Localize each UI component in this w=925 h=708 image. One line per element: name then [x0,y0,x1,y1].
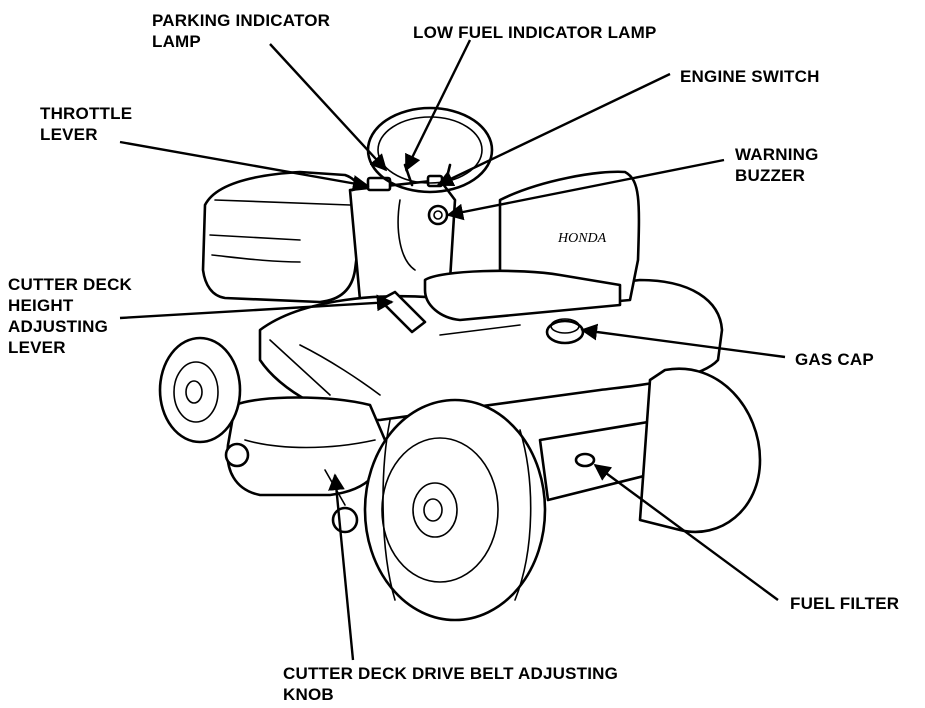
leader-fuel-filter [593,464,779,601]
leader-throttle-lever [119,140,370,192]
leader-lines [119,39,786,661]
front-wheel [158,336,242,444]
leader-warning-buzzer [446,158,725,221]
seat: HONDA [423,170,641,322]
leader-parking-lamp [269,43,388,172]
label-fuel-filter: FUEL FILTER [790,594,900,613]
leader-drive-belt-knob [328,473,355,661]
seat-brand-text: HONDA [557,231,607,246]
hood [201,170,365,304]
label-cutter-deck-height-adjusting-lever: CUTTER DECK HEIGHT ADJUSTING LEVER [8,275,133,357]
leader-engine-switch [436,72,671,187]
label-throttle-lever: THROTTLE LEVER [40,104,133,144]
label-parking-indicator-lamp: PARKING INDICATOR LAMP [152,11,331,51]
mower-deck [224,396,387,534]
label-warning-buzzer: WARNING BUZZER [735,145,819,185]
label-engine-switch: ENGINE SWITCH [680,67,820,86]
label-cutter-deck-drive-belt-adjusting-knob: CUTTER DECK DRIVE BELT ADJUSTING KNOB [283,664,619,704]
gas-cap [545,318,585,345]
rear-left-wheel [363,398,547,622]
label-low-fuel-indicator-lamp: LOW FUEL INDICATOR LAMP [413,23,657,42]
leader-height-lever [119,294,394,320]
leader-low-fuel-lamp [404,39,472,172]
label-gas-cap: GAS CAP [795,350,874,369]
leader-gas-cap [580,323,786,359]
rear-right-wheel [638,367,762,534]
